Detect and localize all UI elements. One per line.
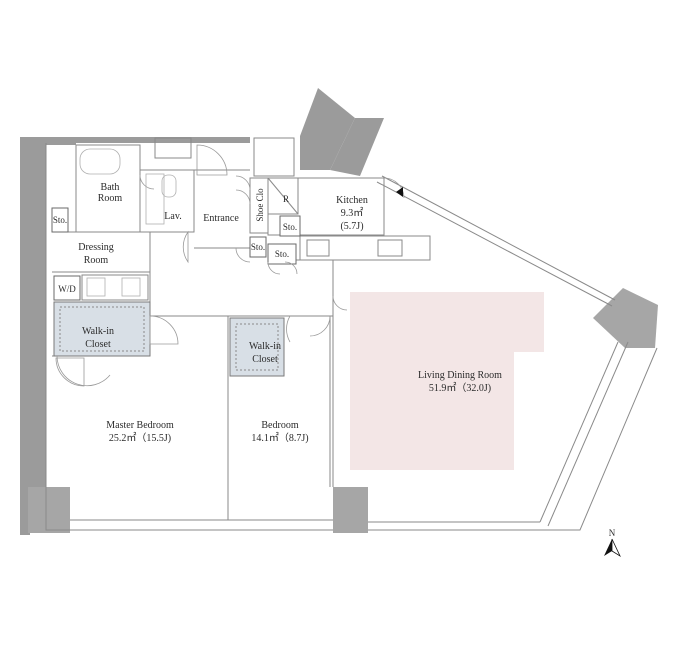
living-dining-area: 51.9㎡（32.0J): [429, 382, 491, 394]
living-dining-highlight: [350, 292, 544, 470]
outer-walls: [20, 88, 658, 535]
walkin-label-master: Walk-in: [82, 326, 114, 337]
doors: [55, 144, 405, 387]
sto-label-1: Sto.: [53, 215, 67, 225]
sto-box-4: [279, 215, 301, 237]
kitchen-area-j: (5.7J): [340, 221, 363, 232]
sto-box-2: [249, 236, 267, 258]
walkin-label-bedroom: Walk-in: [249, 341, 281, 352]
closet-label-master: Closet: [85, 339, 111, 350]
north-label: N: [609, 528, 616, 538]
shoe-clo-label: Shoe Clo: [255, 188, 265, 222]
sto-box-1: [51, 207, 69, 233]
wd-box: [53, 275, 81, 301]
entrance-label: Entrance: [203, 213, 239, 224]
kitchen-area: 9.3㎡: [341, 207, 364, 219]
closet-label-bedroom: Closet: [252, 354, 278, 365]
lav-label: Lav.: [164, 211, 181, 222]
sto-label-2: Sto.: [251, 242, 265, 252]
north-arrow-icon: N: [604, 528, 621, 558]
bath-room-label: Room: [98, 193, 123, 204]
wd-label: W/D: [58, 284, 76, 294]
walk-in-closet-bedroom: [229, 317, 285, 377]
dressing-room-label: Room: [84, 255, 109, 266]
sto-label-3: Sto.: [275, 249, 289, 259]
bedroom-label: Bedroom: [261, 420, 298, 431]
living-dining-label: Living Dining Room: [418, 370, 502, 381]
bath-label: Bath: [101, 182, 120, 193]
bedroom-area: 14.1㎡（8.7J): [251, 432, 308, 444]
master-bedroom-label: Master Bedroom: [106, 420, 174, 431]
master-bedroom-area: 25.2㎡（15.5J): [109, 432, 171, 444]
sto-box-3: [267, 243, 297, 265]
sto-label-4: Sto.: [283, 222, 297, 232]
dressing-label: Dressing: [78, 242, 114, 253]
entry-marker-icon: [396, 187, 403, 197]
refrigerator-label: R: [283, 194, 289, 204]
labels: Bath Room Lav. Entrance Shoe Clo R Kitch…: [53, 182, 502, 444]
kitchen-label: Kitchen: [336, 195, 368, 206]
